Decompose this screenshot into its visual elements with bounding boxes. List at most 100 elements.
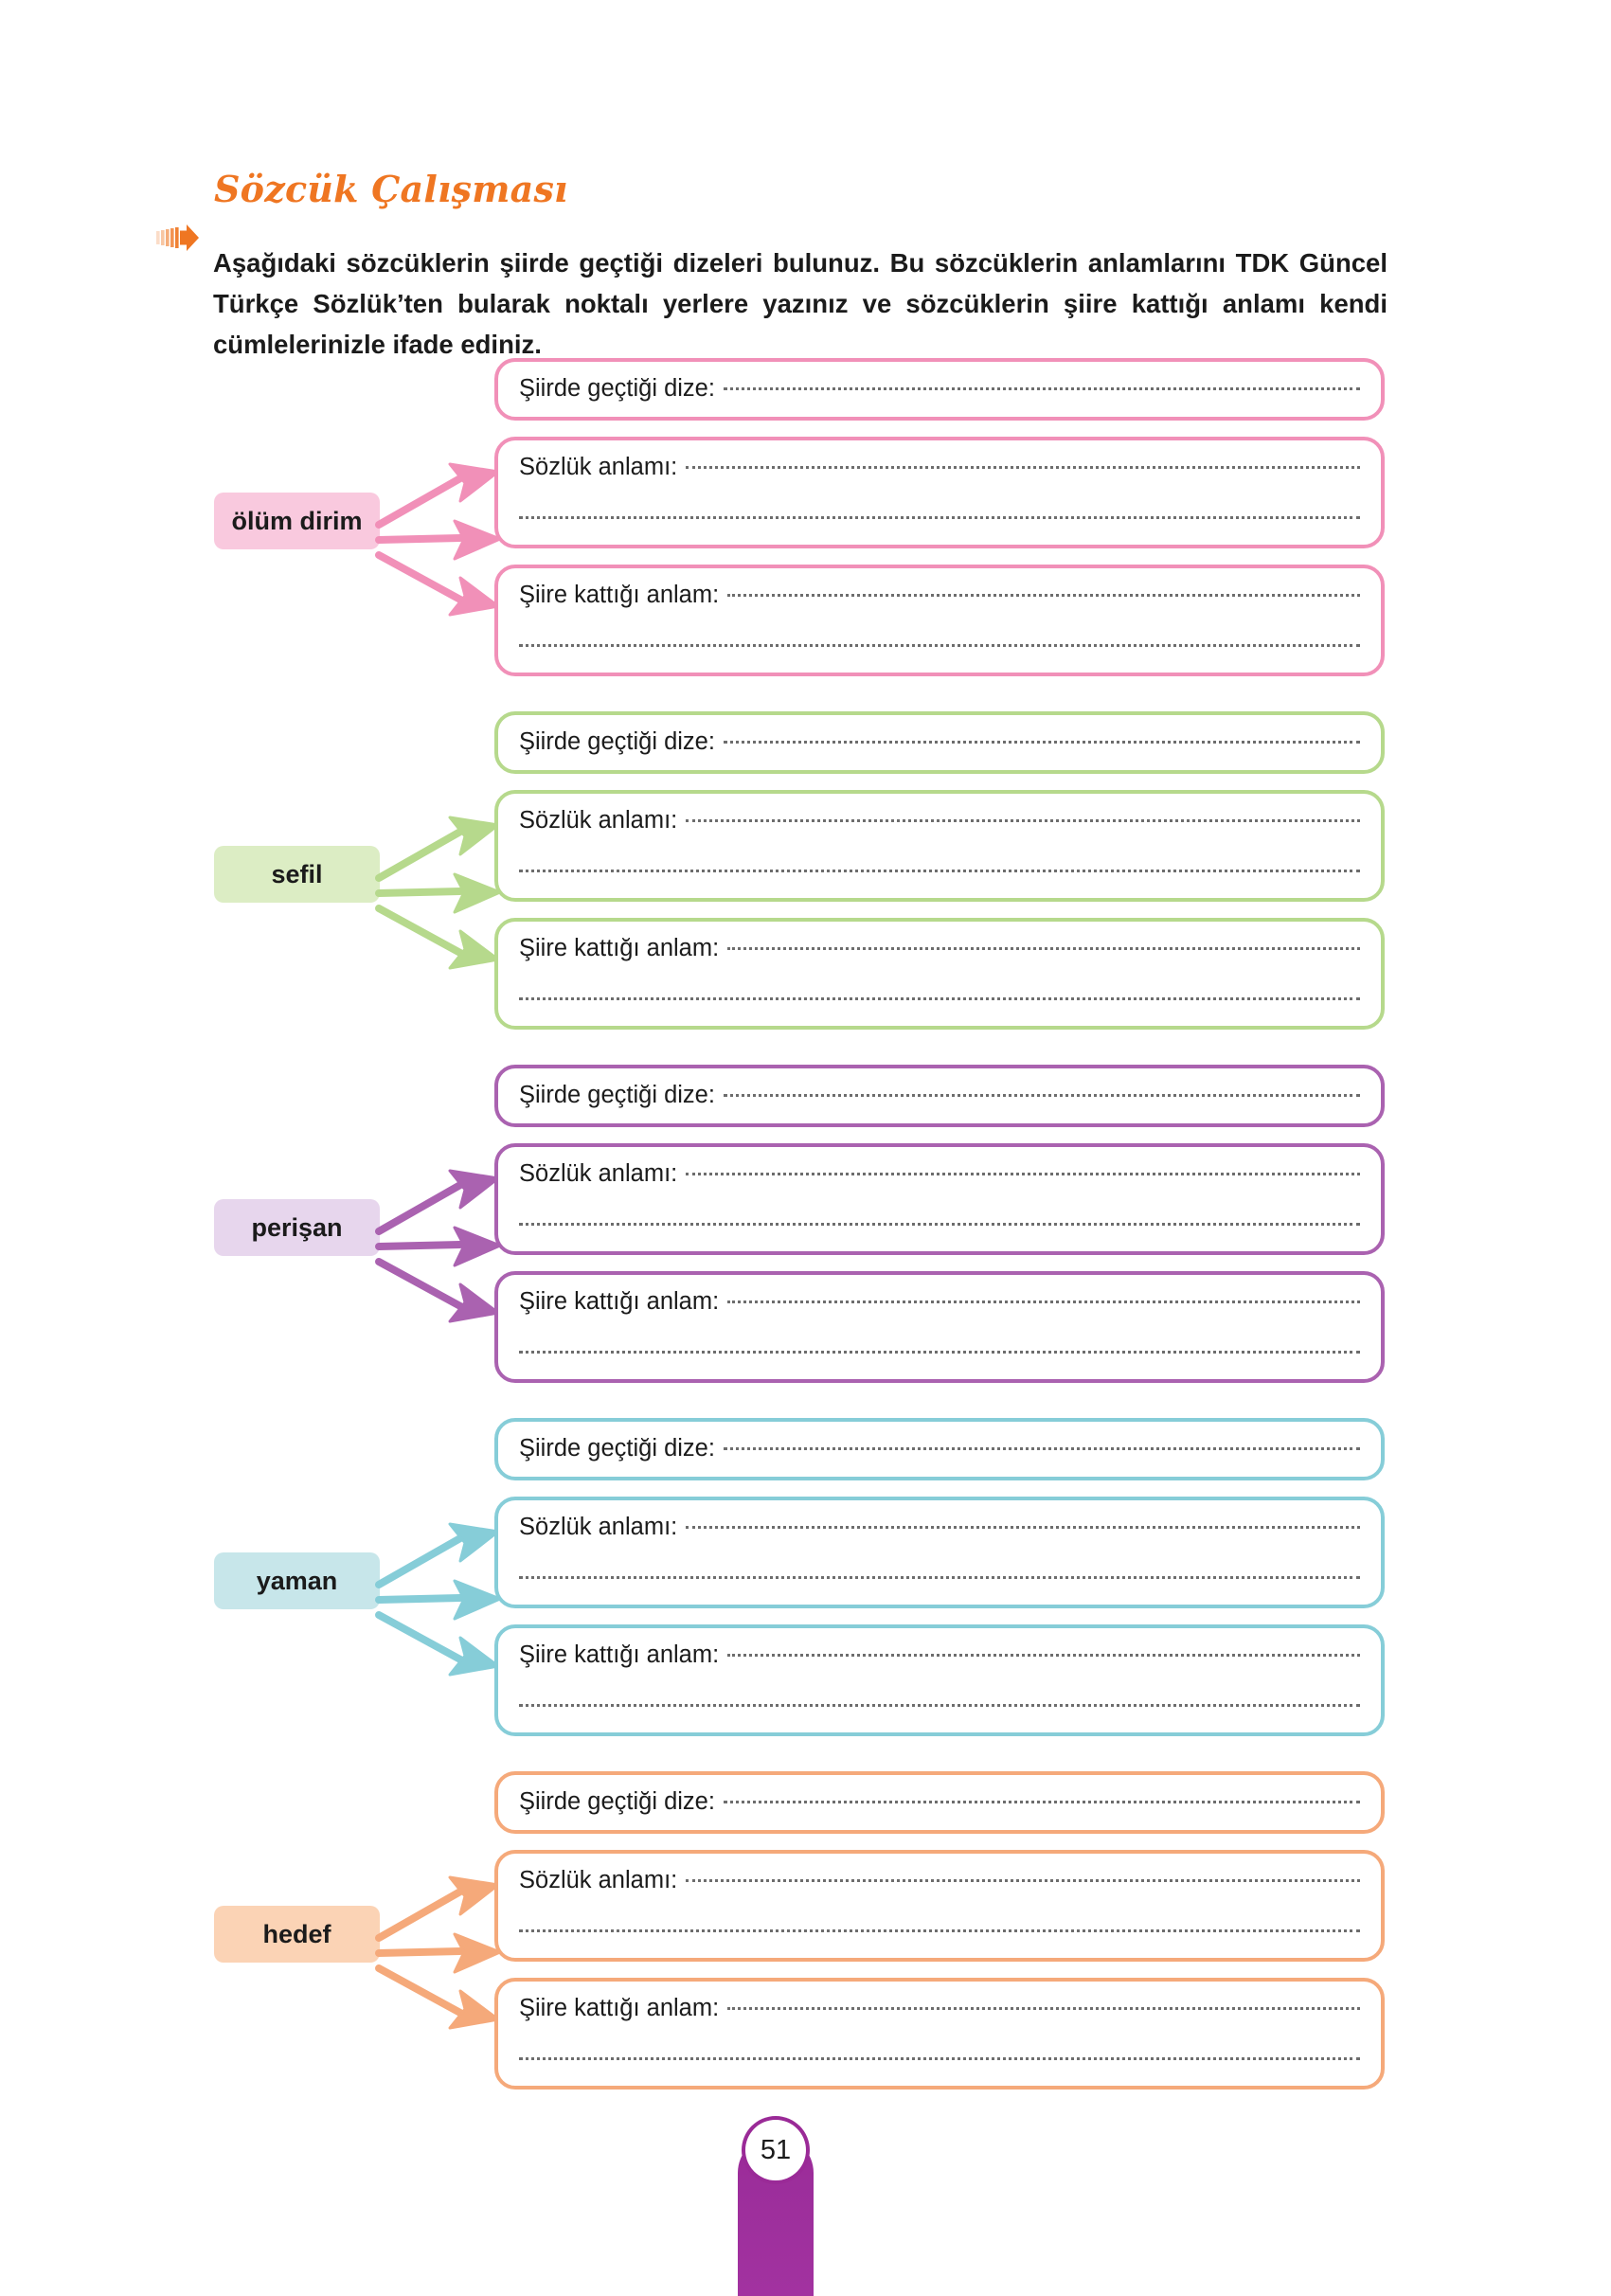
answer-dotted-line[interactable]	[686, 1878, 1360, 1882]
word-group: ölüm dirim Şiirde geçtiği dize: Sözlük anl…	[0, 358, 1611, 711]
connector-arrows	[375, 462, 502, 617]
field-row: Şiire kattığı anlam:	[519, 1641, 1360, 1669]
field-label: Şiirde geçtiği dize:	[519, 728, 715, 755]
answer-dotted-line[interactable]	[519, 1703, 1360, 1707]
answer-box[interactable]: Şiirde geçtiği dize:	[494, 1418, 1385, 1480]
arrow-right-icon-shaft	[375, 1241, 464, 1250]
arrow-up-right-icon-shaft	[375, 1534, 464, 1588]
field-label: Sözlük anlamı:	[519, 807, 678, 834]
answer-dotted-line[interactable]	[686, 818, 1360, 822]
answer-box-stack: Şiirde geçtiği dize: Sözlük anlamı: Şiire …	[494, 711, 1385, 1046]
arrow-down-right-icon	[448, 1283, 500, 1323]
answer-box-stack: Şiirde geçtiği dize: Sözlük anlamı: Şiire …	[494, 358, 1385, 692]
field-label: Şiirde geçtiği dize:	[519, 1435, 715, 1462]
field-row	[519, 643, 1360, 647]
word-group: perişan Şiirde geçtiği dize: Sözlük anlamı…	[0, 1065, 1611, 1418]
arrow-up-right-icon	[448, 1875, 500, 1916]
answer-box[interactable]: Şiire kattığı anlam:	[494, 1271, 1385, 1383]
answer-box[interactable]: Şiirde geçtiği dize:	[494, 1065, 1385, 1127]
answer-dotted-line[interactable]	[727, 593, 1360, 597]
answer-dotted-line[interactable]	[519, 2056, 1360, 2060]
page-number-badge: 51	[745, 2120, 806, 2180]
answer-dotted-line[interactable]	[723, 1800, 1360, 1803]
field-row: Şiirde geçtiği dize:	[519, 728, 1360, 756]
answer-dotted-line[interactable]	[723, 1446, 1360, 1450]
answer-box-stack: Şiirde geçtiği dize: Sözlük anlamı: Şiire …	[494, 1418, 1385, 1752]
answer-box[interactable]: Şiirde geçtiği dize:	[494, 711, 1385, 774]
field-row: Sözlük anlamı:	[519, 1867, 1360, 1894]
answer-dotted-line[interactable]	[519, 515, 1360, 519]
page-title: Sözcük Çalışması	[214, 168, 568, 211]
connector-arrows	[375, 1522, 502, 1677]
word-label-4[interactable]: hedef	[214, 1906, 380, 1963]
connector-arrows	[375, 1169, 502, 1323]
answer-box[interactable]: Sözlük anlamı:	[494, 790, 1385, 902]
field-label: Sözlük anlamı:	[519, 1867, 678, 1893]
field-row	[519, 869, 1360, 872]
word-label-3[interactable]: yaman	[214, 1552, 380, 1609]
word-label-1[interactable]: sefil	[214, 846, 380, 903]
arrow-down-right-icon-shaft	[375, 1258, 464, 1310]
field-row: Şiire kattığı anlam:	[519, 935, 1360, 962]
field-label: Şiirde geçtiği dize:	[519, 1788, 715, 1815]
field-row: Sözlük anlamı:	[519, 454, 1360, 481]
answer-box[interactable]: Şiirde geçtiği dize:	[494, 358, 1385, 421]
answer-dotted-line[interactable]	[519, 996, 1360, 1000]
field-row	[519, 1350, 1360, 1354]
answer-dotted-line[interactable]	[727, 1653, 1360, 1657]
arrow-up-right-icon	[448, 1169, 500, 1210]
word-label-2[interactable]: perişan	[214, 1199, 380, 1256]
connector-arrows	[375, 816, 502, 970]
arrow-down-right-icon	[448, 929, 500, 970]
answer-dotted-line[interactable]	[519, 1350, 1360, 1354]
answer-box[interactable]: Şiire kattığı anlam:	[494, 918, 1385, 1030]
arrow-right-icon	[453, 1226, 502, 1267]
field-row: Sözlük anlamı:	[519, 1514, 1360, 1541]
answer-dotted-line[interactable]	[727, 2006, 1360, 2010]
answer-dotted-line[interactable]	[519, 1222, 1360, 1226]
answer-dotted-line[interactable]	[686, 465, 1360, 469]
answer-box[interactable]: Sözlük anlamı:	[494, 1497, 1385, 1608]
answer-box[interactable]: Şiire kattığı anlam:	[494, 565, 1385, 676]
answer-dotted-line[interactable]	[519, 1928, 1360, 1932]
field-row: Şiire kattığı anlam:	[519, 1995, 1360, 2022]
field-row: Sözlük anlamı:	[519, 807, 1360, 834]
arrow-up-right-icon	[448, 1522, 500, 1563]
answer-box[interactable]: Şiire kattığı anlam:	[494, 1624, 1385, 1736]
answer-dotted-line[interactable]	[723, 386, 1360, 390]
field-label: Sözlük anlamı:	[519, 454, 678, 480]
arrow-down-right-icon-shaft	[375, 1964, 464, 2017]
answer-dotted-line[interactable]	[519, 869, 1360, 872]
field-row: Şiire kattığı anlam:	[519, 582, 1360, 609]
answer-box[interactable]: Şiirde geçtiği dize:	[494, 1771, 1385, 1834]
answer-box-stack: Şiirde geçtiği dize: Sözlük anlamı: Şiire …	[494, 1771, 1385, 2106]
field-row: Şiire kattığı anlam:	[519, 1288, 1360, 1316]
answer-dotted-line[interactable]	[519, 1575, 1360, 1579]
answer-dotted-line[interactable]	[686, 1172, 1360, 1175]
word-label-0[interactable]: ölüm dirim	[214, 493, 380, 549]
connector-arrows	[375, 1875, 502, 2030]
page-number: 51	[760, 2134, 792, 2165]
field-label: Sözlük anlamı:	[519, 1160, 678, 1187]
answer-box[interactable]: Sözlük anlamı:	[494, 1143, 1385, 1255]
field-row	[519, 2056, 1360, 2060]
answer-box[interactable]: Şiire kattığı anlam:	[494, 1978, 1385, 2090]
instruction-text: Aşağıdaki sözcüklerin şiirde geçtiği diz…	[213, 247, 1387, 359]
answer-dotted-line[interactable]	[519, 643, 1360, 647]
answer-dotted-line[interactable]	[727, 1300, 1360, 1303]
field-row: Sözlük anlamı:	[519, 1160, 1360, 1188]
answer-box[interactable]: Sözlük anlamı:	[494, 1850, 1385, 1962]
arrow-right-icon-shaft	[375, 534, 464, 544]
answer-dotted-line[interactable]	[727, 946, 1360, 950]
answer-dotted-line[interactable]	[686, 1525, 1360, 1529]
arrow-up-right-icon	[448, 462, 500, 503]
field-label: Şiirde geçtiği dize:	[519, 1082, 715, 1108]
field-row	[519, 515, 1360, 519]
answer-dotted-line[interactable]	[723, 740, 1360, 744]
answer-dotted-line[interactable]	[723, 1093, 1360, 1097]
field-row	[519, 1928, 1360, 1932]
arrow-right-icon	[453, 519, 502, 561]
answer-box[interactable]: Sözlük anlamı:	[494, 437, 1385, 548]
